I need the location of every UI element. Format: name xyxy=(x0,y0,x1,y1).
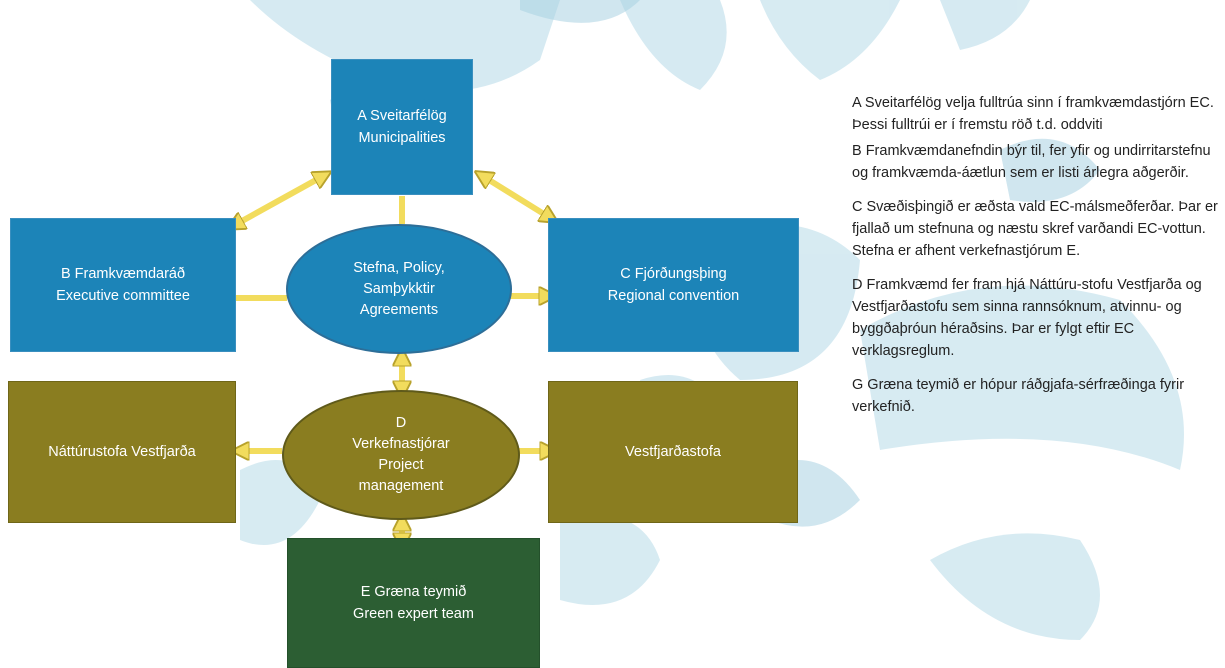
oval-d-project-management: D Verkefnastjórar Project management xyxy=(282,390,520,520)
box-b-line2: Executive committee xyxy=(56,288,190,304)
box-e-green-expert-team: E Græna teymið Green expert team xyxy=(287,538,540,668)
note-c: C Svæðisþingið er æðsta vald EC-málsmeðf… xyxy=(852,199,1218,259)
box-b-line1: B Framkvæmdaráð xyxy=(60,266,186,282)
oval-d-line3: Project xyxy=(378,457,424,473)
note-b: B Framkvæmdanefndin býr til, fer yfir og… xyxy=(852,143,1211,181)
box-c-line1: C Fjórðungsþing xyxy=(620,266,727,282)
oval-d-line1: D xyxy=(395,415,407,431)
natturustofa-label: Náttúrustofa Vestfjarða xyxy=(48,444,196,460)
box-a-line1: A Sveitarfélög xyxy=(357,108,447,124)
note-d: D Framkvæmd fer fram hjá Náttúru-stofu V… xyxy=(852,277,1202,359)
box-a-line2: Municipalities xyxy=(358,130,446,146)
note-g: G Græna teymið er hópur ráðgjafa-sérfræð… xyxy=(852,377,1185,415)
oval-policy-line3: Agreements xyxy=(359,301,439,318)
box-c-regional-convention: C Fjórðungsþing Regional convention xyxy=(548,218,799,352)
box-b-executive-committee: B Framkvæmdaráð Executive committee xyxy=(10,218,236,352)
vestfjardastofa-label: Vestfjarðastofa xyxy=(625,444,721,460)
arrow-a-to-c xyxy=(481,175,552,219)
box-e-line2: Green expert team xyxy=(353,606,474,622)
arrow-a-to-b xyxy=(233,175,325,226)
box-a-municipalities: A Sveitarfélög Municipalities xyxy=(331,59,473,195)
box-c-line2: Regional convention xyxy=(607,288,740,304)
description-panel: A Sveitarfélög velja fulltrúa sinn í fra… xyxy=(852,92,1222,430)
box-natturustofa-vestfjarda: Náttúrustofa Vestfjarða xyxy=(8,381,236,523)
oval-policy-line1: Stefna, Policy, xyxy=(353,259,445,276)
box-e-line1: E Græna teymið xyxy=(360,584,467,600)
oval-policy-line2: Samþykktir xyxy=(363,280,435,297)
oval-d-line2: Verkefnastjórar xyxy=(352,436,450,452)
oval-d-line4: management xyxy=(358,478,444,494)
oval-policy-agreements: Stefna, Policy, Samþykktir Agreements xyxy=(286,224,512,354)
note-a: A Sveitarfélög velja fulltrúa sinn í fra… xyxy=(852,95,1214,133)
box-vestfjardastofa: Vestfjarðastofa xyxy=(548,381,798,523)
